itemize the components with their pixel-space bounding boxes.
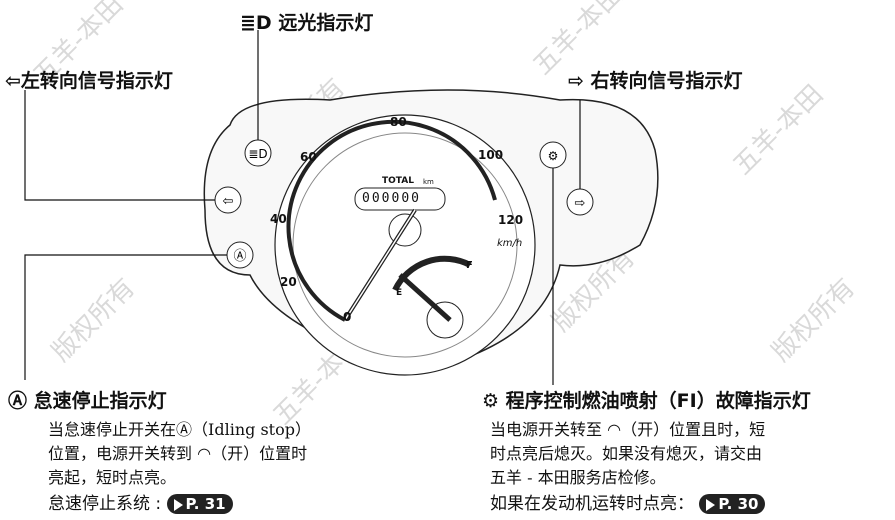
fuel-empty-label: E [396,288,403,298]
speed-needle-highlight [344,209,416,321]
fuel-full-label: F [466,260,473,271]
kmh-label: km/h [497,238,523,249]
tick-80: 80 [390,115,407,129]
tick-40: 40 [270,212,287,226]
power-on-icon: ◠ [607,420,622,439]
fi-description: 当电源开关转至 ◠（开）位置且时，短 时点亮后熄灭。如果没有熄灭，请交由 五羊 … [490,420,766,514]
high-beam-icon: ≣D [240,12,279,34]
idle-stop-label: Ⓐ 怠速停止指示灯 [8,390,167,412]
svg-text:⚙: ⚙ [548,149,559,163]
speed-arc [286,119,497,322]
fuel-hub [426,301,464,339]
right-turn-label: ⇨ 右转向信号指示灯 [568,70,743,92]
speedometer-inner-ring [292,132,518,358]
right-turn-icon: ⇨ [568,70,591,92]
fuel-arc [392,255,472,292]
tick-100: 100 [478,148,504,162]
idle-stop-icon: Ⓐ [8,390,34,412]
total-label: TOTAL [382,176,414,186]
svg-text:≣D: ≣D [248,147,267,161]
svg-text:Ⓐ: Ⓐ [233,249,246,264]
left-turn-icon: ⇦ [5,70,21,92]
tick-0: 0 [343,310,352,324]
svg-text:⇨: ⇨ [575,196,586,211]
odometer-digits: 000000 [362,191,421,206]
tick-120: 120 [498,213,524,227]
km-label: km [423,178,434,186]
idle-stop-leader [24,254,227,380]
left-turn-label: ⇦左转向信号指示灯 [5,70,173,92]
left-turn-leader [24,90,215,201]
arrow-right-icon [706,498,716,511]
fuel-needle [398,273,452,322]
page-ref-p30[interactable]: P. 30 [699,494,766,514]
tick-20: 20 [280,275,297,289]
engine-check-icon: ⚙ [482,390,506,412]
idle-stop-description: 当怠速停止开关在Ⓐ（Idling stop） 位置，电源开关转到 ◠（开）位置时… [48,420,311,514]
odometer-frame [354,187,446,211]
arrow-right-icon [173,498,183,511]
svg-text:⇦: ⇦ [223,194,234,209]
high-beam-label: ≣D 远光指示灯 [240,12,374,34]
power-on-icon: ◠ [197,444,212,463]
tick-60: 60 [300,150,317,164]
idle-stop-icon: Ⓐ [176,420,193,439]
fi-label: ⚙ 程序控制燃油喷射（FI）故障指示灯 [482,390,811,412]
page-ref-p31[interactable]: P. 31 [166,494,233,514]
